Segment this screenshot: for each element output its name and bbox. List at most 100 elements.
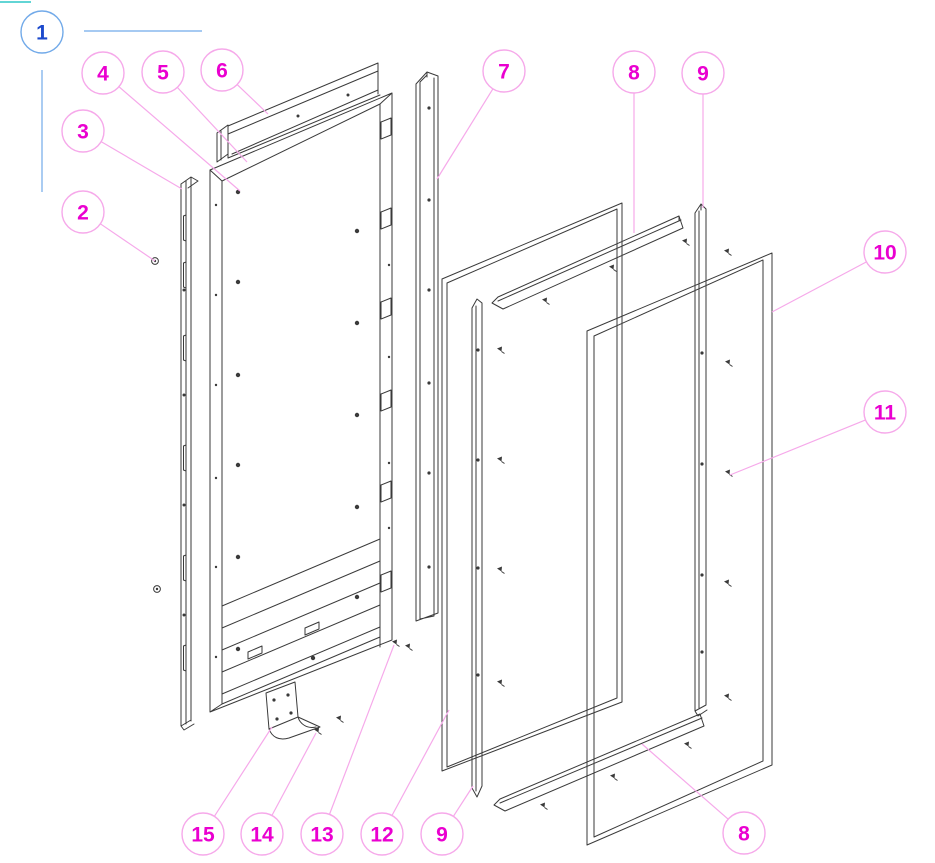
hole-channel: [427, 471, 431, 475]
screw-marker: [392, 639, 397, 645]
hole-frame-panel: [354, 412, 360, 418]
screw-marker-tail: [728, 584, 732, 587]
hole-frame-stile-ticks: [214, 655, 218, 659]
hole-glazing-strip-left: [476, 348, 480, 352]
part-main-frame: [209, 92, 393, 713]
hole-frame-stile-ticks: [214, 203, 218, 207]
balloon-14-12: 14: [240, 732, 317, 856]
balloon-circle: [240, 812, 284, 856]
balloon-circle: [681, 51, 725, 95]
hole-top-rail: [296, 114, 300, 118]
screw-marker: [724, 579, 729, 585]
balloon-2-1: 2: [61, 190, 156, 262]
balloon-5-4: 5: [141, 50, 248, 163]
screw-marker: [609, 264, 614, 270]
balloon-number: 8: [628, 62, 640, 85]
hole-markers: [182, 93, 704, 721]
balloon-10-9: 10: [771, 230, 907, 313]
part-left-mounting-strip: [180, 176, 199, 731]
leader-line: [729, 419, 866, 476]
balloon-circle: [61, 109, 105, 153]
hole-frame-panel: [235, 372, 241, 378]
balloon-circle: [61, 190, 105, 234]
hole-frame-stile-ticks: [214, 383, 218, 387]
screw-marker: [336, 715, 341, 721]
hole-glazing-strip-right: [700, 462, 704, 466]
hole-channel: [427, 198, 431, 202]
balloon-13-13: 13: [300, 644, 395, 856]
balloon-8-16: 8: [641, 743, 766, 855]
hole-frame-stile-ticks: [387, 263, 391, 267]
part-glazing-strip-horizontal-bottom: [493, 713, 705, 812]
frame-bottom-sill: [221, 538, 381, 695]
part-glass-panel: [441, 202, 623, 772]
balloon-9-8: 9: [681, 51, 725, 208]
screw-marker: [725, 469, 730, 475]
leader-line: [100, 141, 183, 190]
screw-marker-tail: [686, 243, 690, 246]
leader-line: [213, 726, 273, 817]
hole-frame-stile-ticks: [387, 461, 391, 465]
balloon-11-10: 11: [729, 390, 907, 476]
strip-notches: [183, 214, 187, 672]
screw-markers: [314, 238, 733, 810]
strip-notch: [183, 644, 187, 672]
screw-marker-tail: [546, 302, 550, 305]
balloon-number: 4: [97, 63, 109, 86]
leader-line: [391, 709, 450, 816]
balloon-number: 5: [157, 62, 169, 85]
screw-marker: [684, 741, 689, 747]
screw-marker-tail: [729, 364, 733, 367]
part-glazing-strip-horizontal-top: [491, 215, 684, 310]
part-outer-trim-frame: [586, 252, 773, 846]
hole-frame-stile-ticks: [214, 476, 218, 480]
screw-marker: [682, 238, 687, 244]
hole-frame-panel: [235, 646, 241, 652]
balloon-circle: [300, 812, 344, 856]
screw-marker: [314, 727, 319, 733]
hole-top-rail: [346, 93, 350, 97]
hole-frame-stile-ticks: [387, 355, 391, 359]
hole-frame-panel: [354, 504, 360, 510]
screw-marker-tail: [688, 746, 692, 749]
screw-marker-tail: [614, 778, 618, 781]
hole-left-strip: [182, 503, 186, 507]
hole-glazing-strip-right: [700, 650, 704, 654]
strip-notch: [183, 554, 187, 582]
hole-channel: [427, 288, 431, 292]
hole-channel: [427, 565, 431, 569]
screw-marker-tail: [613, 269, 617, 272]
leader-line: [328, 644, 395, 815]
balloon-number: 13: [310, 824, 333, 847]
hole-bracket: [275, 717, 279, 721]
hole-bracket: [289, 711, 293, 715]
screw-marker-tail: [396, 644, 400, 647]
leader-line: [452, 785, 474, 817]
balloon-number: 10: [873, 242, 896, 265]
balloon-number: 9: [697, 63, 709, 86]
leader-line: [118, 86, 241, 192]
balloon-circle: [20, 10, 64, 54]
bolt-head-fasteners: [151, 257, 161, 593]
balloon-number: 7: [498, 61, 510, 84]
balloon-circle: [360, 812, 404, 856]
hole-frame-panel: [354, 594, 360, 600]
balloon-number: 2: [77, 202, 89, 225]
hole-left-strip: [182, 288, 186, 292]
balloon-circle: [420, 812, 464, 856]
screw-marker: [725, 359, 730, 365]
hole-left-strip: [182, 393, 186, 397]
screw-marker-tail: [340, 720, 344, 723]
hole-glazing-strip-left: [476, 566, 480, 570]
screw-marker: [497, 346, 502, 352]
screw-marker: [405, 643, 410, 649]
balloon-9-15: 9: [420, 785, 474, 856]
hole-frame-panel: [354, 320, 360, 326]
screw-marker: [497, 566, 502, 572]
screw-marker-tail: [728, 698, 732, 701]
screw-marker-tail: [501, 351, 505, 354]
leader-line: [100, 223, 156, 262]
hole-frame-stile-ticks: [387, 526, 391, 530]
hole-frame-panel: [354, 228, 360, 234]
